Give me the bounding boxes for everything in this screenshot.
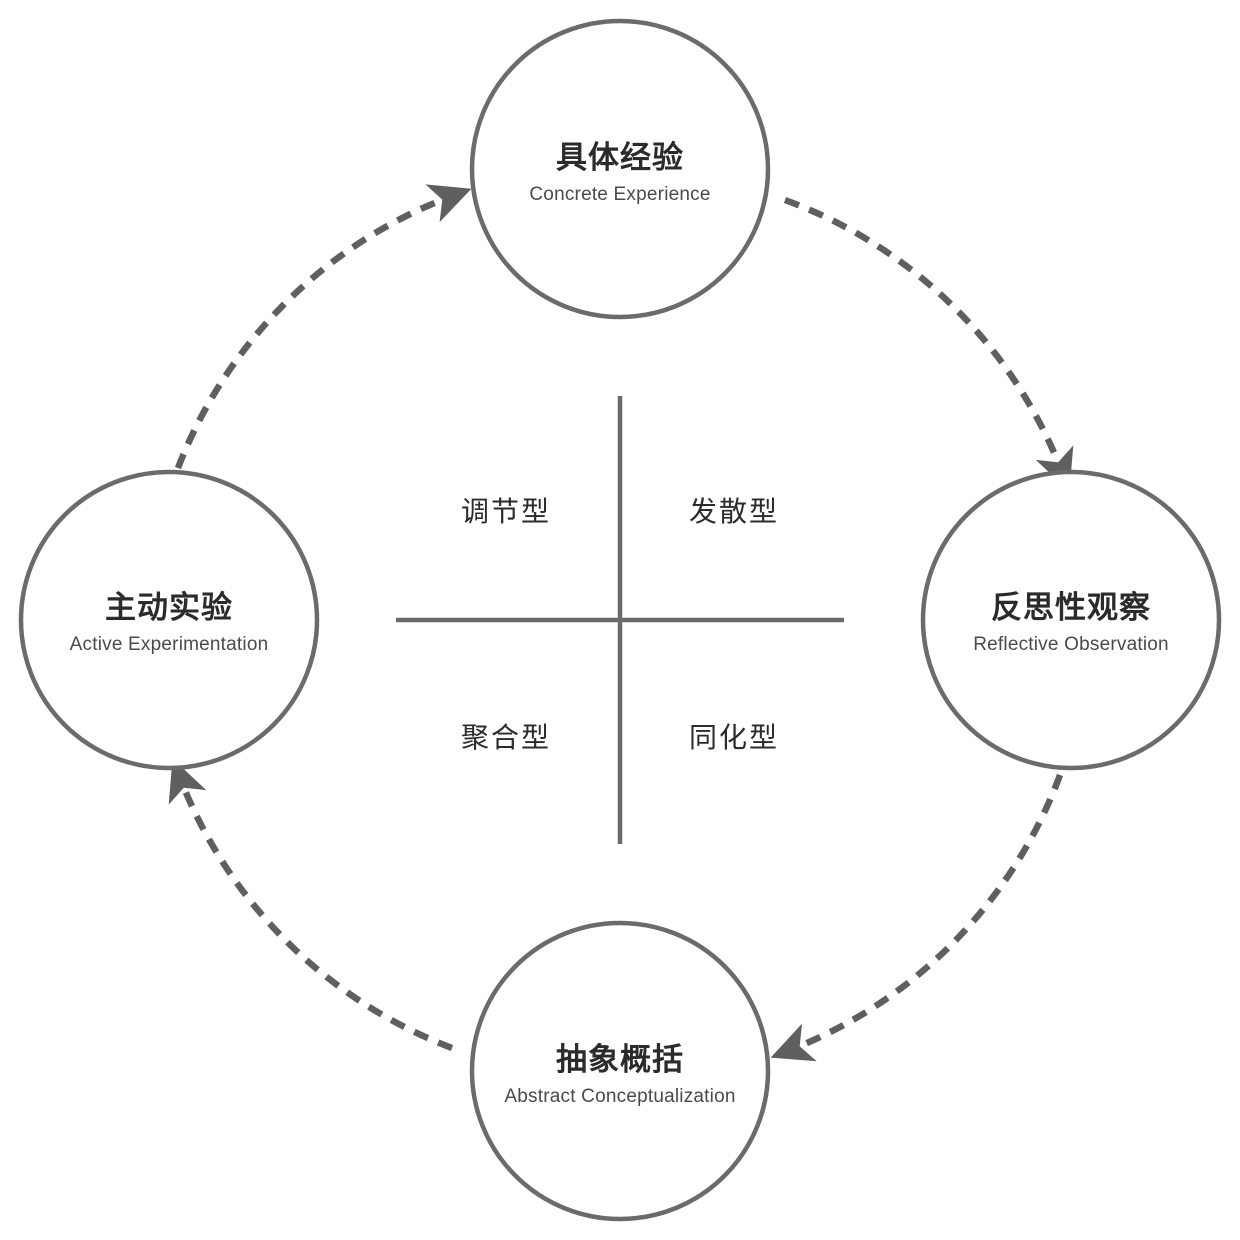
arrow-ac-to-ae	[168, 758, 454, 1052]
circle-active-experimentation[interactable]	[18, 469, 320, 771]
quadrant-axes	[396, 396, 844, 844]
arrow-ae-to-ce	[174, 184, 472, 470]
circle-reflective-observation[interactable]	[920, 469, 1222, 771]
arrow-ce-to-ro	[783, 196, 1074, 492]
node-circles	[18, 18, 1222, 1222]
circle-abstract-conceptualization[interactable]	[469, 920, 771, 1222]
arrow-arcs	[168, 184, 1074, 1062]
arrow-ro-to-ac	[770, 773, 1064, 1062]
circle-concrete-experience[interactable]	[469, 18, 771, 320]
